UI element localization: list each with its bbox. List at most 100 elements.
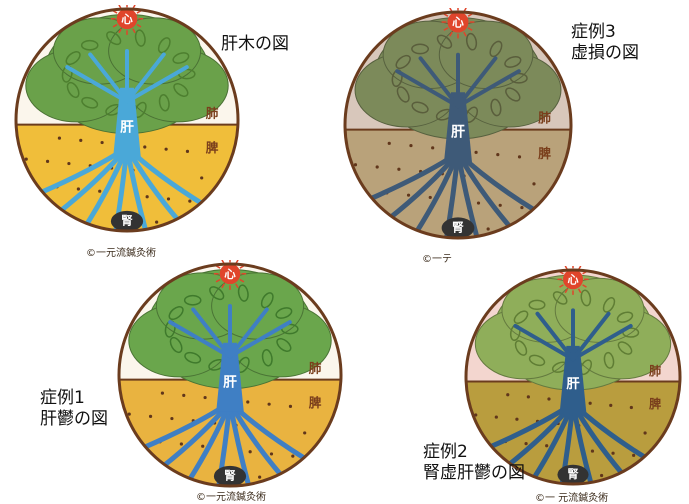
spleen-label: 脾 [538, 146, 551, 162]
soil-dot [477, 201, 480, 204]
kidney-label: 腎 [224, 469, 236, 483]
soil-dot [407, 194, 410, 197]
soil-dot [409, 144, 412, 147]
copyright-label: ©一 元流鍼灸術 [535, 489, 608, 504]
soil-dot [496, 153, 499, 156]
soil-dot [258, 476, 261, 479]
soil-dot [219, 227, 222, 230]
soil-dot [354, 163, 357, 166]
soil-dot [155, 221, 158, 224]
soil-dot [143, 145, 146, 148]
soil-dot [527, 395, 530, 398]
soil-dot [591, 449, 594, 452]
soil-dot [487, 227, 490, 230]
diagram-body: 肝肺脾腎 [341, 8, 575, 242]
soil-dot [600, 474, 603, 477]
kidney-label: 腎 [452, 220, 464, 234]
soil-dot [170, 417, 173, 420]
soil-dot [373, 215, 376, 218]
soil-dot [506, 393, 509, 396]
soil-dot [200, 176, 203, 179]
panel-case1-liver-stagnation: 肝肺脾腎心 [115, 260, 345, 490]
liver-label: 肝 [566, 376, 580, 392]
soil-dot [147, 463, 150, 466]
soil-dot [643, 431, 646, 434]
soil-dot [291, 455, 294, 458]
soil-dot [201, 445, 204, 448]
soil-dot [334, 459, 337, 462]
soil-dot [589, 402, 592, 405]
soil-dot [518, 155, 521, 158]
lung-label: 肺 [649, 363, 661, 378]
soil-dot [77, 187, 80, 190]
soil-dot [249, 450, 252, 453]
soil-dot [301, 480, 304, 483]
soil-dot [79, 139, 82, 142]
soil-dot [463, 436, 466, 439]
soil-dot [188, 200, 191, 203]
soil-dot [167, 197, 170, 200]
soil-dot [198, 225, 201, 228]
soil-dot [388, 142, 391, 145]
soil-dot [641, 478, 644, 481]
soil-dot [632, 454, 635, 457]
soil-dot [630, 406, 633, 409]
soil-dot [101, 141, 104, 144]
soil-dot [12, 131, 14, 134]
panel-title: 症例1 肝鬱の図 [40, 388, 108, 430]
liver-wood-diagram: 肝肺脾腎心 [12, 5, 242, 235]
soil-dot [22, 206, 25, 209]
soil-dot [520, 206, 523, 209]
soil-dot [376, 165, 379, 168]
soil-dot [474, 151, 477, 154]
soil-dot [532, 182, 535, 185]
panel-case3-deficiency: 肝肺脾腎心 [341, 8, 575, 242]
panel-liver-wood: 肝肺脾腎心 [12, 5, 242, 235]
heart-label: 心 [452, 15, 464, 29]
soil-dot [611, 452, 614, 455]
soil-dot [351, 213, 354, 216]
soil-dot [182, 394, 185, 397]
kidney-label: 腎 [121, 214, 133, 228]
heart-label: 心 [567, 273, 578, 286]
heart-label: 心 [224, 267, 236, 281]
soil-dot [125, 461, 128, 464]
soil-dot [149, 415, 152, 418]
soil-dot [542, 208, 545, 211]
panel-title: 症例2 腎虚肝鬱の図 [423, 442, 525, 484]
spleen-label: 脾 [206, 140, 219, 155]
copyright-label: ©一元流鍼灸術 [86, 244, 156, 259]
soil-dot [180, 442, 183, 445]
kidney-label: 腎 [567, 468, 579, 481]
soil-dot [165, 148, 168, 151]
soil-dot [176, 223, 179, 226]
spleen-label: 脾 [649, 396, 661, 411]
copyright-label: ©一テ [422, 250, 452, 265]
soil-dot [653, 456, 656, 459]
panel-title: 肝木の図 [221, 34, 289, 55]
soil-dot [495, 415, 498, 418]
soil-dot [662, 480, 665, 483]
soil-dot [545, 444, 548, 447]
soil-dot [279, 478, 282, 481]
soil-dot [530, 232, 533, 235]
soil-dot [609, 404, 612, 407]
soil-dot [115, 386, 117, 389]
spleen-label: 脾 [309, 395, 322, 410]
soil-dot [67, 162, 70, 165]
soil-dot [270, 452, 273, 455]
soil-dot [429, 196, 432, 199]
panel-title: 症例3 虚損の図 [571, 22, 639, 64]
soil-dot [246, 400, 249, 403]
soil-dot [289, 405, 292, 408]
soil-dot [499, 204, 502, 207]
liver-label: 肝 [120, 120, 134, 136]
lung-label: 肺 [538, 111, 551, 127]
diagram-body: 肝肺脾腎 [12, 5, 242, 235]
soil-dot [161, 392, 164, 395]
soil-dot [204, 396, 207, 399]
heart-label: 心 [121, 12, 133, 26]
soil-dot [341, 136, 343, 139]
soil-dot [431, 146, 434, 149]
